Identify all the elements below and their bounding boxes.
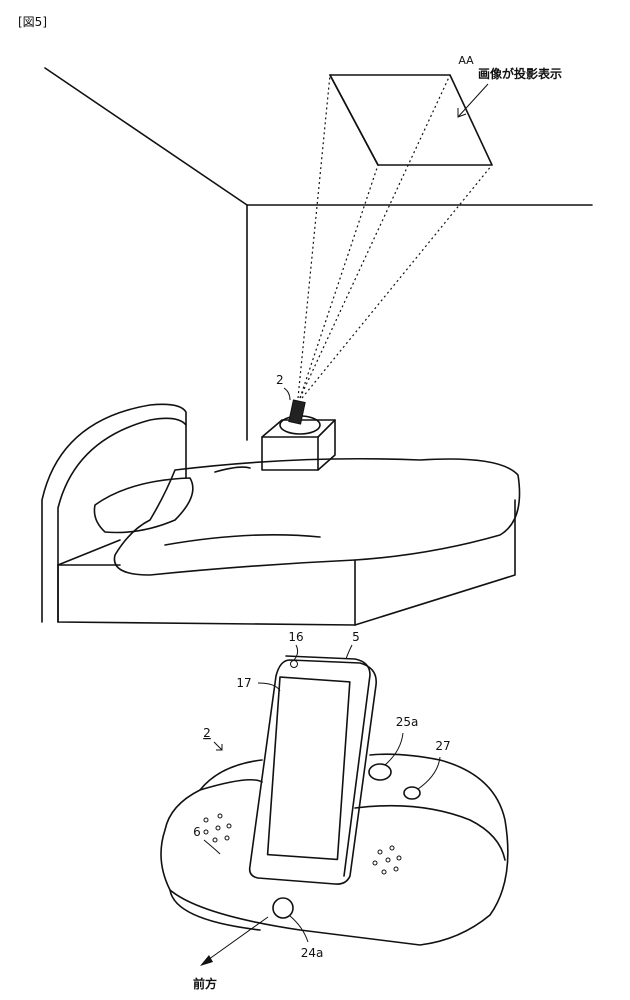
projection-rays	[297, 74, 493, 399]
leader-lines	[203, 644, 441, 943]
ref-screen: 17	[236, 676, 251, 690]
ref-device-top: 2	[276, 373, 284, 387]
phone	[248, 655, 377, 885]
ref-sensor: 27	[435, 739, 450, 753]
ref-button-front: 24a	[301, 946, 324, 960]
direction-arrow-icon	[200, 916, 269, 966]
leader-line	[283, 387, 291, 401]
figure-label: [図5]	[18, 15, 47, 29]
arrow-icon	[457, 83, 489, 118]
nightstand	[261, 419, 336, 471]
ref-camera: 16	[288, 630, 303, 644]
device-small	[279, 399, 321, 435]
projected-image	[329, 74, 493, 166]
ref-button-back: 25a	[396, 715, 419, 729]
direction-label: 前方	[193, 976, 217, 991]
room	[44, 67, 593, 441]
ref-device: 2	[203, 726, 211, 740]
speaker-grille-left	[203, 813, 232, 843]
projection-ref: AA	[458, 54, 474, 67]
ref-housing: 6	[193, 825, 201, 839]
projection-caption: 画像が投影表示	[478, 66, 562, 81]
ref-phone: 5	[352, 630, 360, 644]
speaker-grille-right	[372, 845, 402, 875]
device-detail	[160, 644, 509, 966]
bed	[41, 403, 521, 626]
